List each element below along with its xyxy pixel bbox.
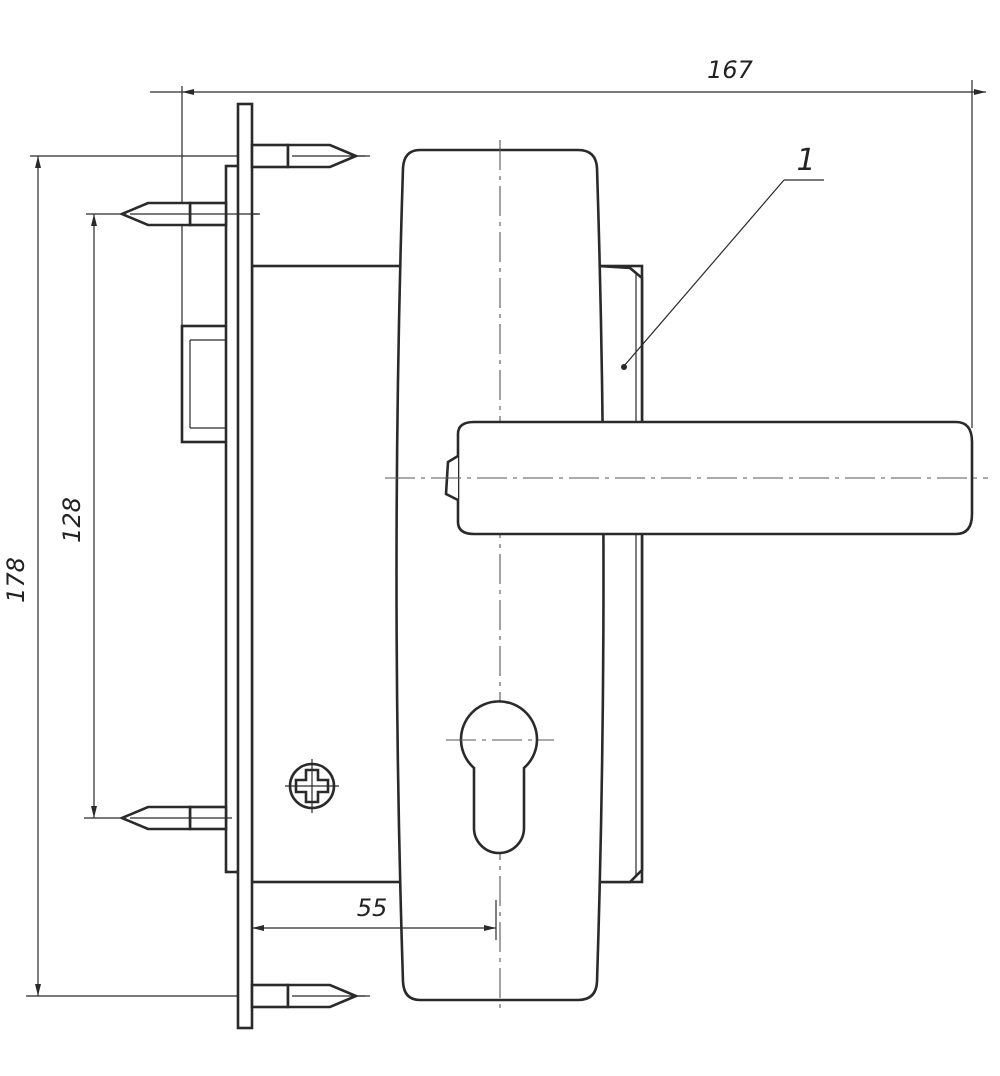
phillips-screw-icon <box>285 759 339 813</box>
backset-label: 55 <box>357 894 388 922</box>
dimension-overall-width: 167 <box>150 56 986 428</box>
part-callout: 1 <box>621 143 824 370</box>
overall-width-label: 167 <box>707 56 754 84</box>
screw-top-right <box>250 143 370 169</box>
dimension-backset: 55 <box>252 894 497 940</box>
part-number-label: 1 <box>796 143 815 178</box>
escutcheon-backplate <box>596 264 644 884</box>
lever-handle <box>385 420 988 536</box>
handle-escutcheon <box>395 140 605 1010</box>
screw-top-left <box>118 201 260 227</box>
screw-spacing-label: 128 <box>58 497 86 543</box>
keyhole <box>446 700 554 855</box>
face-plate <box>224 102 254 1030</box>
latch-bolt <box>180 324 230 444</box>
overall-height-label: 178 <box>2 557 30 603</box>
screw-bottom-left <box>118 805 232 831</box>
screw-bottom-right <box>250 983 370 1009</box>
